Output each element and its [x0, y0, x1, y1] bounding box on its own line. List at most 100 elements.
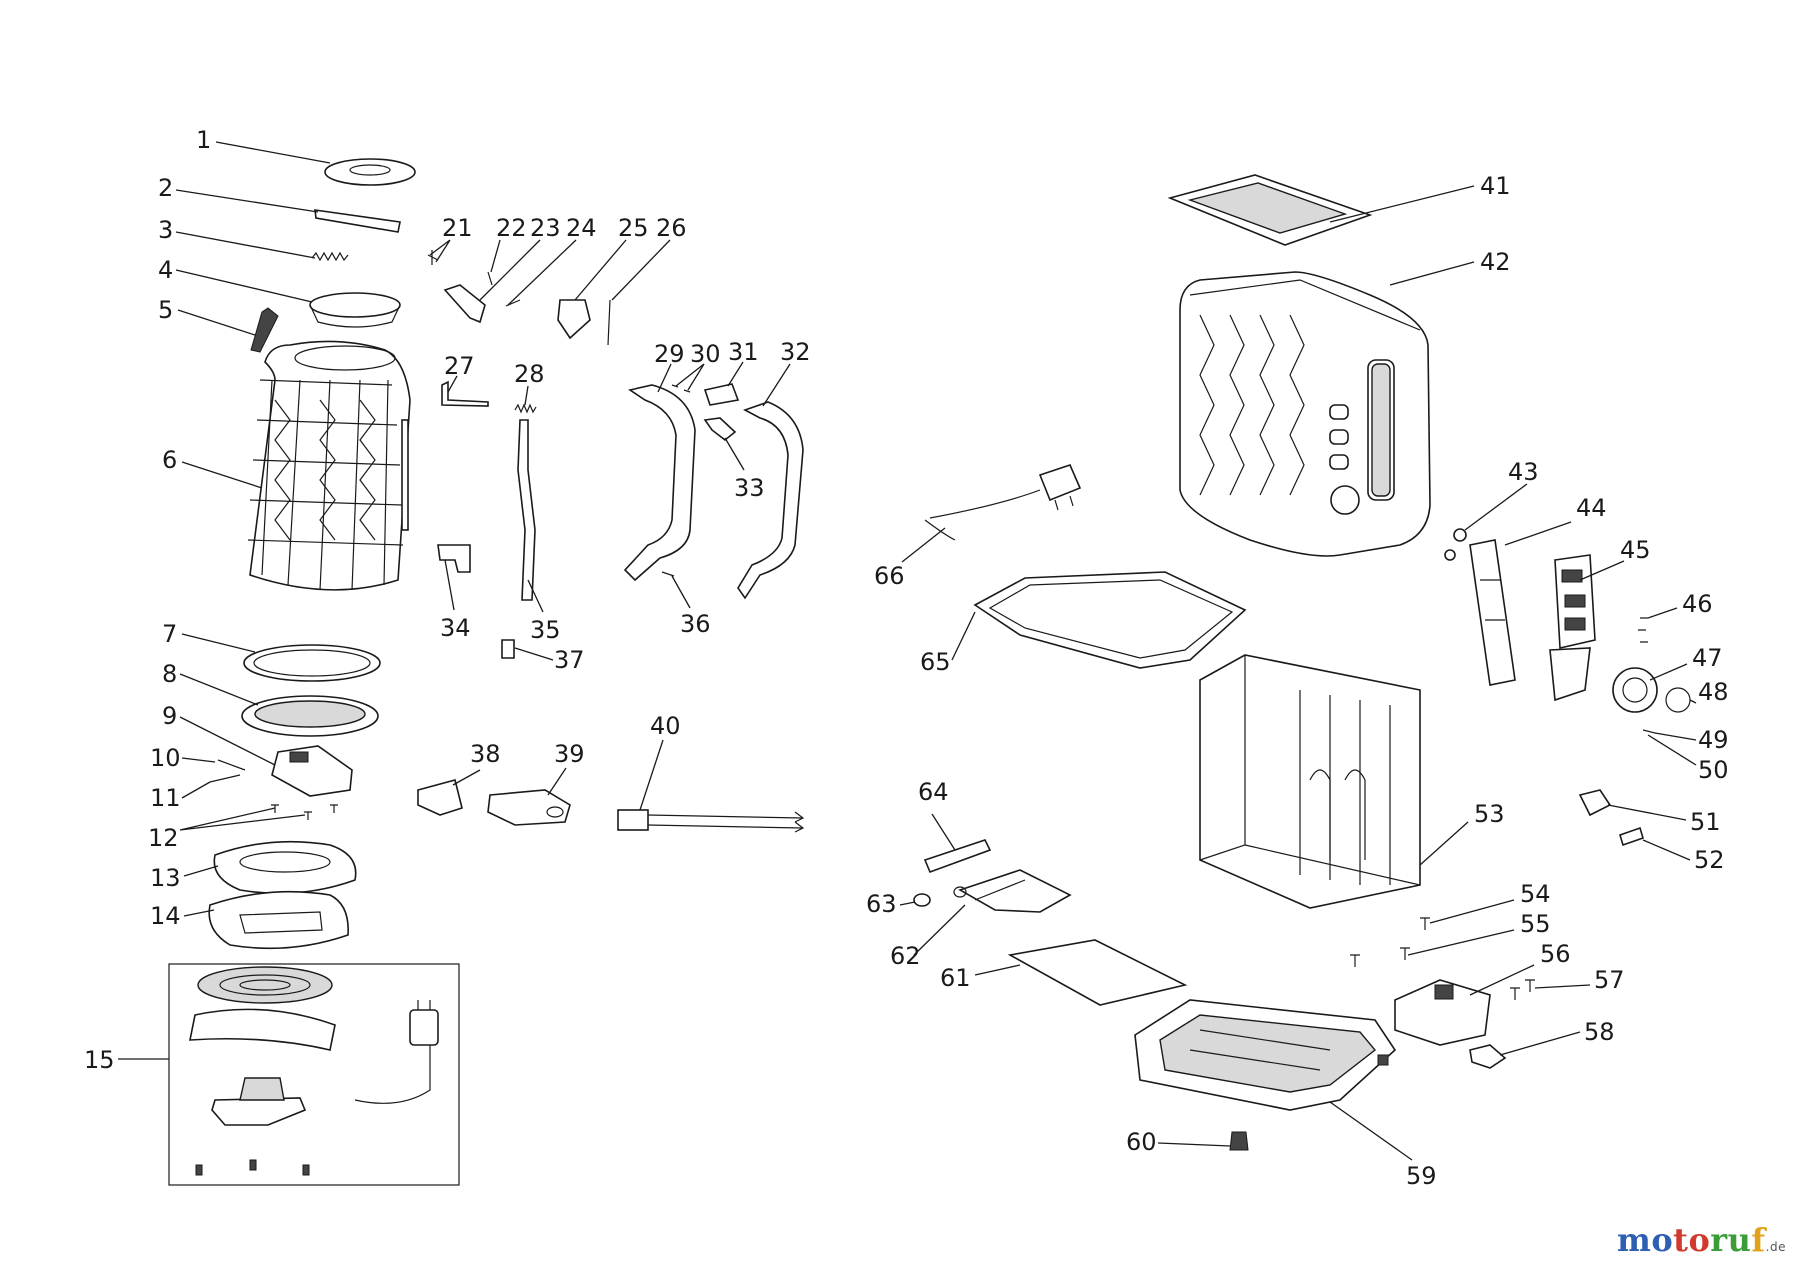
label-5: 5	[158, 296, 173, 324]
part-toaster-base	[1134, 999, 1397, 1111]
label-22: 22	[496, 214, 527, 242]
part-35	[517, 419, 536, 601]
part-56	[1394, 979, 1491, 1046]
part-toaster-shell	[1179, 271, 1431, 557]
label-15: 15	[84, 1046, 115, 1074]
label-8: 8	[162, 660, 177, 688]
label-58: 58	[1584, 1018, 1615, 1046]
label-56: 56	[1540, 940, 1571, 968]
label-38: 38	[470, 740, 501, 768]
part-47	[1612, 667, 1658, 713]
label-11: 11	[150, 784, 181, 812]
part-wire-10	[217, 759, 246, 771]
part-handle-trigger	[250, 307, 279, 353]
label-26: 26	[656, 214, 687, 242]
label-27: 27	[444, 352, 475, 380]
part-31	[703, 383, 740, 406]
brand-part-2: to	[1673, 1221, 1711, 1259]
label-7: 7	[162, 620, 177, 648]
label-35: 35	[530, 616, 561, 644]
part-base	[208, 890, 349, 950]
brand-watermark: motoruf.de	[1617, 1221, 1786, 1259]
brand-part-1: mo	[1616, 1221, 1674, 1259]
leader-lines	[118, 141, 1697, 1161]
part-63	[913, 893, 931, 907]
label-33: 33	[734, 474, 765, 502]
label-3: 3	[158, 216, 173, 244]
part-62	[958, 869, 1072, 913]
part-23	[443, 284, 486, 324]
label-2: 2	[158, 174, 173, 202]
brand-part-4: f	[1751, 1221, 1766, 1259]
part-22	[487, 271, 493, 286]
label-39: 39	[554, 740, 585, 768]
part-52	[1619, 826, 1644, 847]
label-66: 66	[874, 562, 905, 590]
label-31: 31	[728, 338, 759, 366]
part-gasket-ring	[243, 644, 381, 682]
brand-part-3: ru	[1710, 1221, 1752, 1259]
label-9: 9	[162, 702, 177, 730]
part-lid-ring	[309, 292, 401, 318]
part-handle-outer	[737, 401, 804, 600]
part-57	[1510, 979, 1535, 1000]
label-59: 59	[1406, 1162, 1437, 1190]
part-55b	[1400, 947, 1410, 960]
kettle-small-parts	[417, 250, 805, 833]
part-37	[501, 639, 515, 659]
label-57: 57	[1594, 966, 1625, 994]
part-26	[607, 299, 611, 346]
label-21: 21	[442, 214, 473, 242]
label-23: 23	[530, 214, 561, 242]
part-spring	[311, 251, 349, 262]
label-52: 52	[1694, 846, 1725, 874]
label-14: 14	[150, 902, 181, 930]
part-circuit-board	[1469, 539, 1516, 686]
part-60	[1229, 1131, 1249, 1151]
part-labels: 1 2 3 4 5 6 7 8 9 10 11 12 13 14 15 21 2…	[84, 126, 1729, 1190]
label-47: 47	[1692, 644, 1723, 672]
part-controller	[271, 745, 353, 797]
part-power-cord	[924, 464, 1082, 541]
part-screws-12	[271, 804, 338, 820]
label-34: 34	[440, 614, 471, 642]
part-55a	[1350, 954, 1360, 967]
label-61: 61	[940, 964, 971, 992]
part-chassis	[1199, 654, 1421, 909]
label-44: 44	[1576, 494, 1607, 522]
part-49	[1642, 729, 1656, 734]
part-21	[427, 250, 439, 265]
part-lid-bar	[314, 209, 401, 233]
label-25: 25	[618, 214, 649, 242]
label-30: 30	[690, 340, 721, 368]
label-12: 12	[148, 824, 179, 852]
toaster-parts	[913, 174, 1691, 1151]
part-lid-cap	[324, 158, 416, 186]
label-43: 43	[1508, 458, 1539, 486]
part-36	[661, 571, 675, 577]
label-49: 49	[1698, 726, 1729, 754]
part-crumb-tray	[1007, 939, 1188, 1006]
part-51	[1578, 789, 1612, 817]
label-24: 24	[566, 214, 597, 242]
label-28: 28	[514, 360, 545, 388]
label-37: 37	[554, 646, 585, 674]
label-10: 10	[150, 744, 181, 772]
part-25	[557, 299, 591, 340]
kettle-parts	[168, 158, 460, 1186]
label-64: 64	[918, 778, 949, 806]
part-48	[1665, 687, 1691, 713]
part-46	[1638, 617, 1648, 643]
label-51: 51	[1690, 808, 1721, 836]
label-41: 41	[1480, 172, 1511, 200]
part-40	[617, 809, 805, 833]
part-30a	[671, 384, 691, 393]
label-6: 6	[162, 446, 177, 474]
part-base-plate	[213, 840, 357, 895]
label-32: 32	[780, 338, 811, 366]
brand-suffix: .de	[1765, 1240, 1786, 1254]
part-64	[923, 839, 992, 874]
label-65: 65	[920, 648, 951, 676]
part-34	[437, 544, 471, 573]
